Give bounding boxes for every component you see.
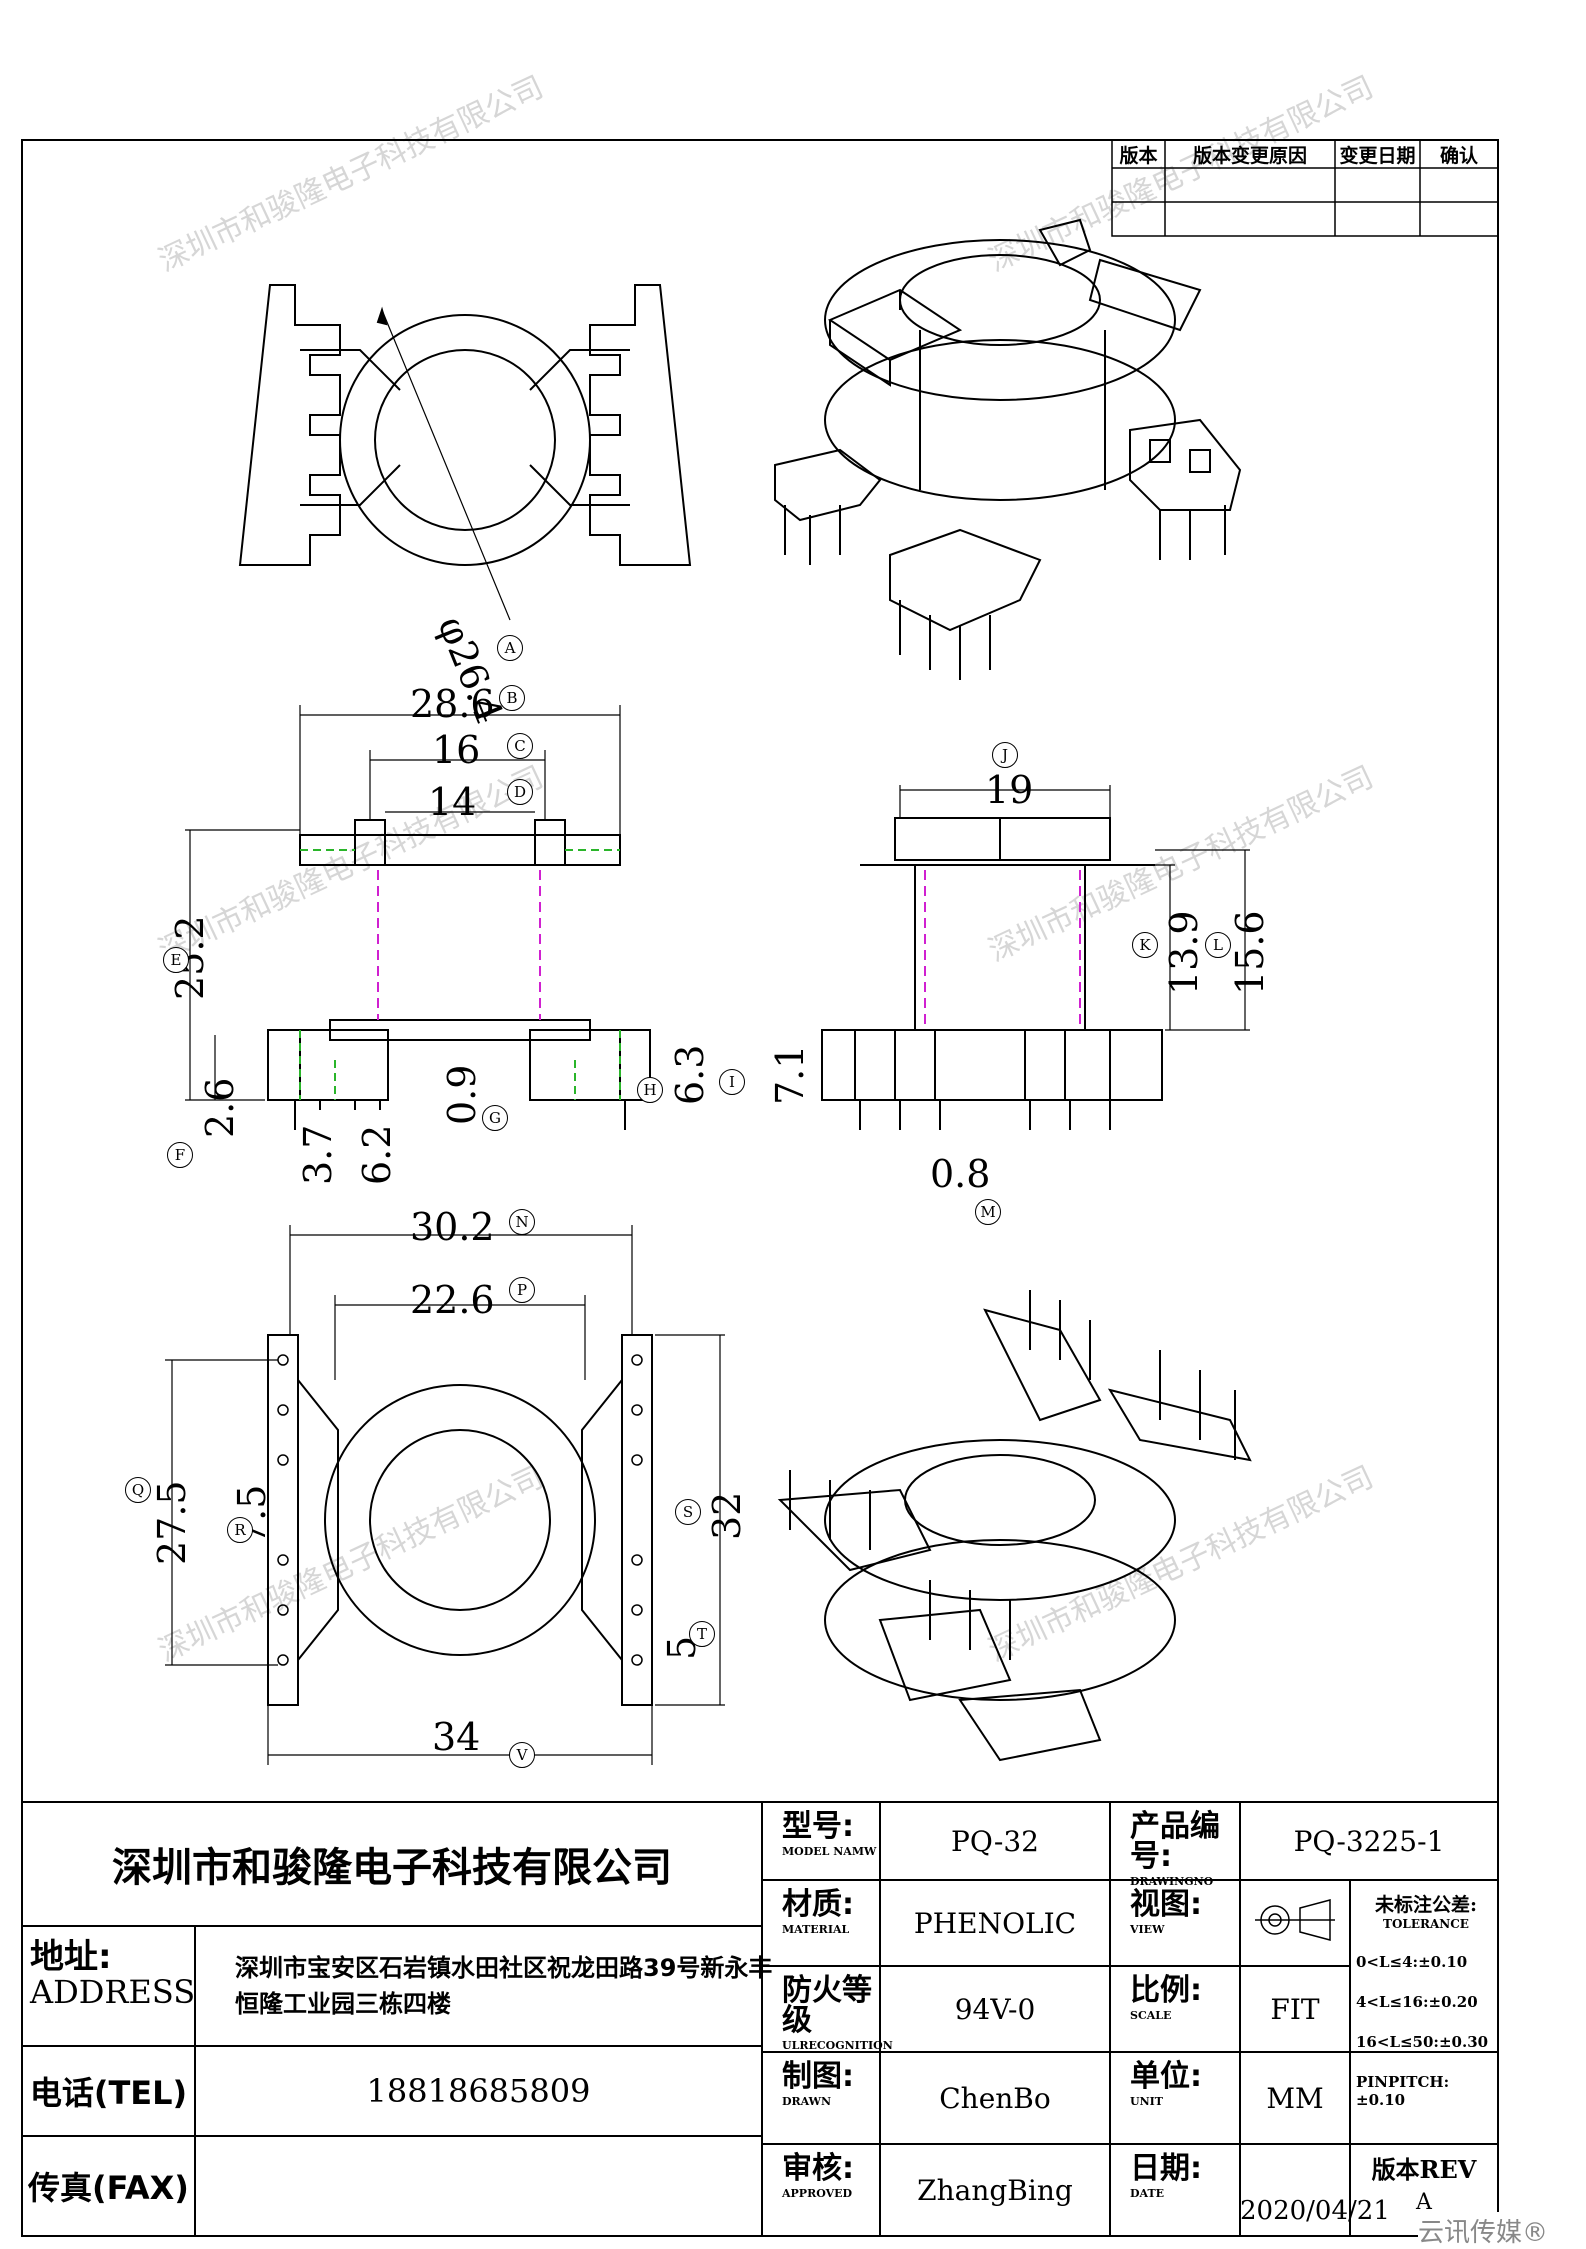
date-value: 2020/04/21	[1240, 2196, 1390, 2226]
rev-col-date: 变更日期	[1339, 144, 1416, 167]
marker-h: H	[637, 1077, 663, 1103]
drawing-no-value: PQ-3225-1	[1293, 1824, 1445, 1858]
marker-f: F	[167, 1142, 193, 1168]
dim-f: 2.6	[198, 1077, 242, 1138]
address-line-1: 深圳市宝安区石岩镇水田社区祝龙田路39号新永丰	[235, 1954, 773, 1982]
front-view	[267, 819, 651, 1130]
dim-j: 19	[985, 768, 1034, 812]
rev-col-version: 版本	[1119, 144, 1158, 167]
address-text: 深圳市宝安区石岩镇水田社区祝龙田路39号新永丰 恒隆工业园三栋四楼	[235, 1950, 772, 2022]
marker-l: L	[1205, 932, 1231, 958]
address-label-cn: 地址:	[30, 1937, 112, 1977]
drawing-no-label: 产品编号:DRAWINGNO	[1130, 1809, 1220, 1888]
drawn-value: ChenBo	[939, 2081, 1051, 2115]
marker-j: J	[992, 742, 1018, 768]
tolerance-title: 未标注公差:	[1374, 1894, 1477, 1916]
dim-c: 16	[432, 728, 481, 772]
dim-k: 13.9	[1162, 910, 1206, 995]
marker-p: P	[509, 1277, 535, 1303]
marker-t: T	[689, 1621, 715, 1647]
drawn-label: 制图:DRAWN	[782, 2059, 854, 2108]
front-view-green	[299, 849, 621, 1100]
model-value: PQ-32	[951, 1824, 1039, 1858]
dimension-lines	[165, 705, 1250, 1765]
dim-d: 14	[428, 780, 477, 824]
material-value: PHENOLIC	[913, 1906, 1077, 1940]
approved-value: ZhangBing	[917, 2173, 1073, 2207]
tel-label: 电话(TEL)	[29, 2074, 188, 2112]
marker-m: M	[975, 1199, 1001, 1225]
marker-k: K	[1132, 932, 1158, 958]
dim-b: 28.6	[410, 682, 495, 726]
dim-s: 32	[705, 1491, 749, 1540]
revision-value: A	[1416, 2190, 1432, 2215]
company-name: 深圳市和骏隆电子科技有限公司	[112, 1845, 672, 1891]
title-block-grid	[22, 1801, 1498, 2236]
marker-i: I	[719, 1069, 745, 1095]
dim-q: 27.5	[150, 1480, 194, 1565]
dim-v: 34	[432, 1715, 481, 1759]
view-label: 视图:VIEW	[1130, 1887, 1202, 1936]
dim-6-2: 6.2	[355, 1124, 399, 1185]
marker-b: B	[499, 685, 525, 711]
date-label: 日期:DATE	[1130, 2151, 1202, 2200]
isometric-view-top	[774, 218, 1242, 680]
marker-n: N	[509, 1209, 535, 1235]
dim-m: 0.8	[930, 1152, 991, 1196]
bottom-view	[267, 1334, 653, 1706]
approved-label: 审核:APPROVED	[782, 2151, 854, 2200]
tel-value: 18818685809	[366, 2072, 591, 2110]
tolerance-block: 未标注公差: TOLERANCE 0<L≤4:±0.10 4<L≤16:±0.2…	[1356, 1890, 1496, 2109]
marker-c: C	[507, 733, 533, 759]
material-label: 材质:MATERIAL	[782, 1887, 854, 1936]
rev-col-confirm: 确认	[1439, 144, 1478, 167]
tolerance-line-2: 4<L≤16:±0.20	[1356, 1993, 1478, 2011]
tolerance-line-1: 0<L≤4:±0.10	[1356, 1953, 1468, 1971]
address-label: 地址: ADDRESS	[30, 1937, 196, 2011]
address-label-en: ADDRESS	[30, 1972, 196, 2011]
dim-g: 0.9	[440, 1064, 484, 1125]
front-view-hidden	[377, 870, 541, 1020]
dim-l: 15.6	[1228, 910, 1272, 995]
projection-symbol	[1255, 1899, 1335, 1941]
isometric-view-bottom	[777, 1290, 1252, 1762]
unit-label: 单位:UNIT	[1130, 2059, 1202, 2108]
fire-rating-value: 94V-0	[954, 1992, 1036, 2026]
brand-mark: 云讯传媒®	[1418, 2212, 1549, 2249]
marker-a: A	[497, 635, 523, 661]
marker-q: Q	[125, 1477, 151, 1503]
tolerance-title-en: TOLERANCE	[1383, 1917, 1469, 1931]
dim-3-7: 3.7	[296, 1124, 340, 1185]
fax-label: 传真(FAX)	[28, 2169, 189, 2207]
marker-e: E	[163, 947, 189, 973]
marker-g: G	[482, 1105, 508, 1131]
model-label: 型号:MODEL NAMW	[782, 1809, 877, 1858]
revision-table-grid	[1111, 139, 1499, 237]
tolerance-line-4: PINPITCH:±0.10	[1356, 2073, 1450, 2109]
marker-r: R	[227, 1517, 253, 1543]
address-line-2: 恒隆工业园三栋四楼	[235, 1990, 451, 2018]
side-view	[821, 817, 1163, 1130]
unit-value: MM	[1266, 2081, 1324, 2115]
rev-col-reason: 版本变更原因	[1192, 144, 1307, 167]
marker-s: S	[675, 1499, 701, 1525]
side-view-hidden	[924, 870, 1081, 1025]
dim-i: 7.1	[768, 1044, 812, 1105]
scale-value: FIT	[1270, 1992, 1320, 2026]
top-view	[238, 284, 692, 621]
revision-label: 版本REV	[1371, 2155, 1477, 2184]
marker-v: V	[509, 1742, 535, 1768]
dim-n: 30.2	[410, 1205, 495, 1249]
sheet-border	[21, 139, 1499, 2237]
tolerance-line-3: 16<L≤50:±0.30	[1356, 2033, 1489, 2051]
dim-p: 22.6	[410, 1278, 495, 1322]
dim-h: 6.3	[668, 1044, 712, 1105]
scale-label: 比例:SCALE	[1130, 1973, 1202, 2022]
marker-d: D	[507, 779, 533, 805]
